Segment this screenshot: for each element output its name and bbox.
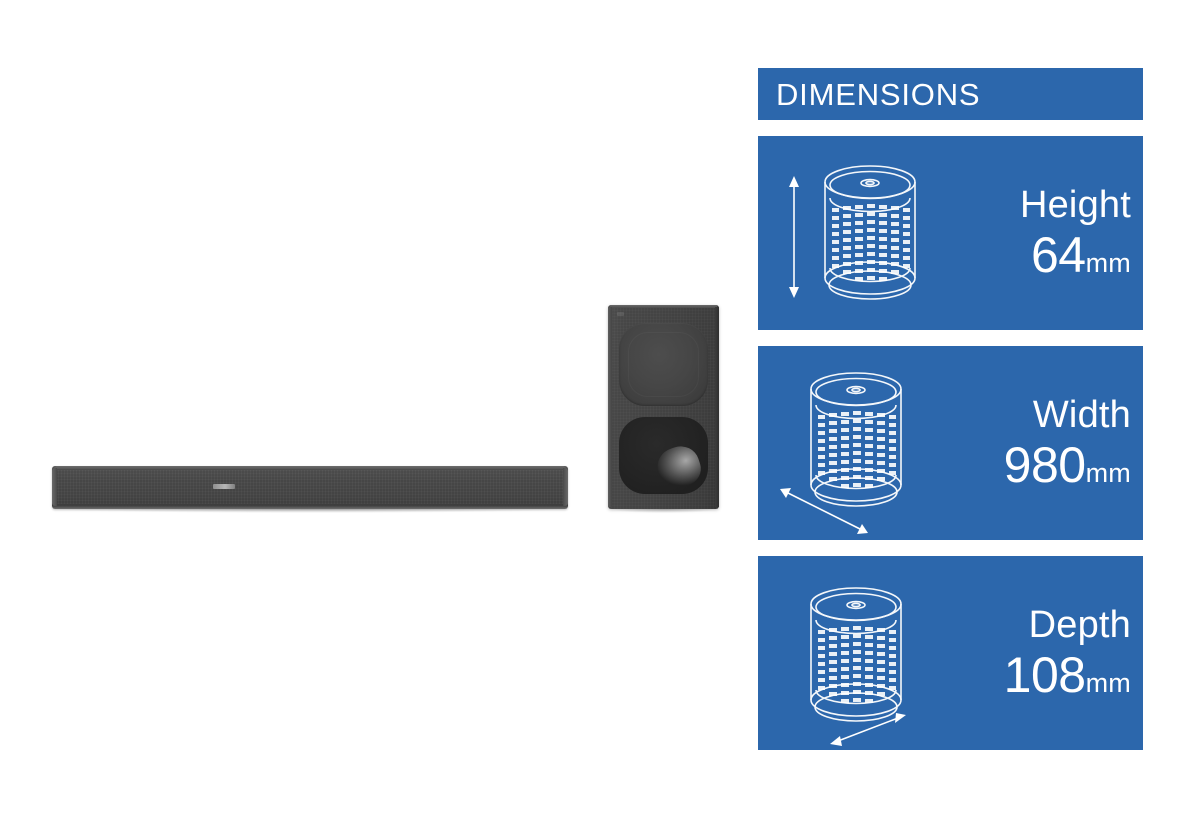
dimensions-panel: DIMENSIONS xyxy=(758,68,1143,750)
subwoofer-top-edge xyxy=(610,305,717,308)
diagonal-width-arrow-icon xyxy=(780,488,868,534)
product-image-area xyxy=(52,305,719,513)
dimension-card-width-text: Width 980mm xyxy=(963,396,1143,490)
soundbar-top-edge xyxy=(54,466,566,469)
cylinder-speaker-icon xyxy=(789,165,916,300)
subwoofer-passive-radiator xyxy=(619,323,708,406)
dimension-card-width-art xyxy=(758,346,963,540)
dimension-value-row-depth: 108mm xyxy=(963,650,1131,700)
subwoofer-product-image xyxy=(608,305,719,509)
dimension-value-height: 64 xyxy=(1030,227,1086,283)
soundbar-grille xyxy=(55,470,565,504)
dimension-value-depth: 108 xyxy=(1003,647,1086,703)
dimension-card-depth-text: Depth 108mm xyxy=(963,606,1143,700)
subwoofer-right-edge xyxy=(715,307,719,507)
dimension-card-height-text: Height 64mm xyxy=(963,186,1143,280)
dimension-unit-height: mm xyxy=(1085,248,1131,278)
dimension-label-height: Height xyxy=(1019,184,1131,226)
dimension-card-height-art xyxy=(758,136,963,330)
dimension-value-row-height: 64mm xyxy=(963,230,1131,280)
dimensions-header: DIMENSIONS xyxy=(758,68,1143,120)
dimension-label-width: Width xyxy=(1032,394,1131,436)
subwoofer-driver-highlight xyxy=(652,441,706,493)
dimension-label-depth: Depth xyxy=(1028,604,1131,646)
subwoofer-radiator-ring xyxy=(628,332,699,397)
cylinder-speaker-icon xyxy=(810,587,906,746)
soundbar-left-cap xyxy=(52,468,57,506)
brand-logo-icon xyxy=(213,484,235,489)
page-title: DIMENSIONS xyxy=(776,76,981,112)
dimension-card-height: Height 64mm xyxy=(758,136,1143,330)
dimension-card-width: Width 980mm xyxy=(758,346,1143,540)
cylinder-speaker-icon xyxy=(780,372,902,534)
soundbar-product-image xyxy=(52,466,568,509)
soundbar-right-cap xyxy=(563,468,568,506)
subwoofer-driver xyxy=(619,417,708,494)
diagonal-depth-arrow-icon xyxy=(830,713,906,746)
vertical-double-arrow-icon xyxy=(789,176,799,298)
dimension-card-depth: Depth 108mm xyxy=(758,556,1143,750)
soundbar-shadow xyxy=(60,509,560,513)
subwoofer-badge xyxy=(617,312,624,316)
dimension-value-width: 980 xyxy=(1003,437,1086,493)
dimension-card-depth-art xyxy=(758,556,963,750)
dimension-value-row-width: 980mm xyxy=(963,440,1131,490)
dimension-unit-depth: mm xyxy=(1085,668,1131,698)
subwoofer-left-edge xyxy=(608,307,612,507)
dimension-unit-width: mm xyxy=(1085,458,1131,488)
subwoofer-shadow xyxy=(612,509,716,513)
